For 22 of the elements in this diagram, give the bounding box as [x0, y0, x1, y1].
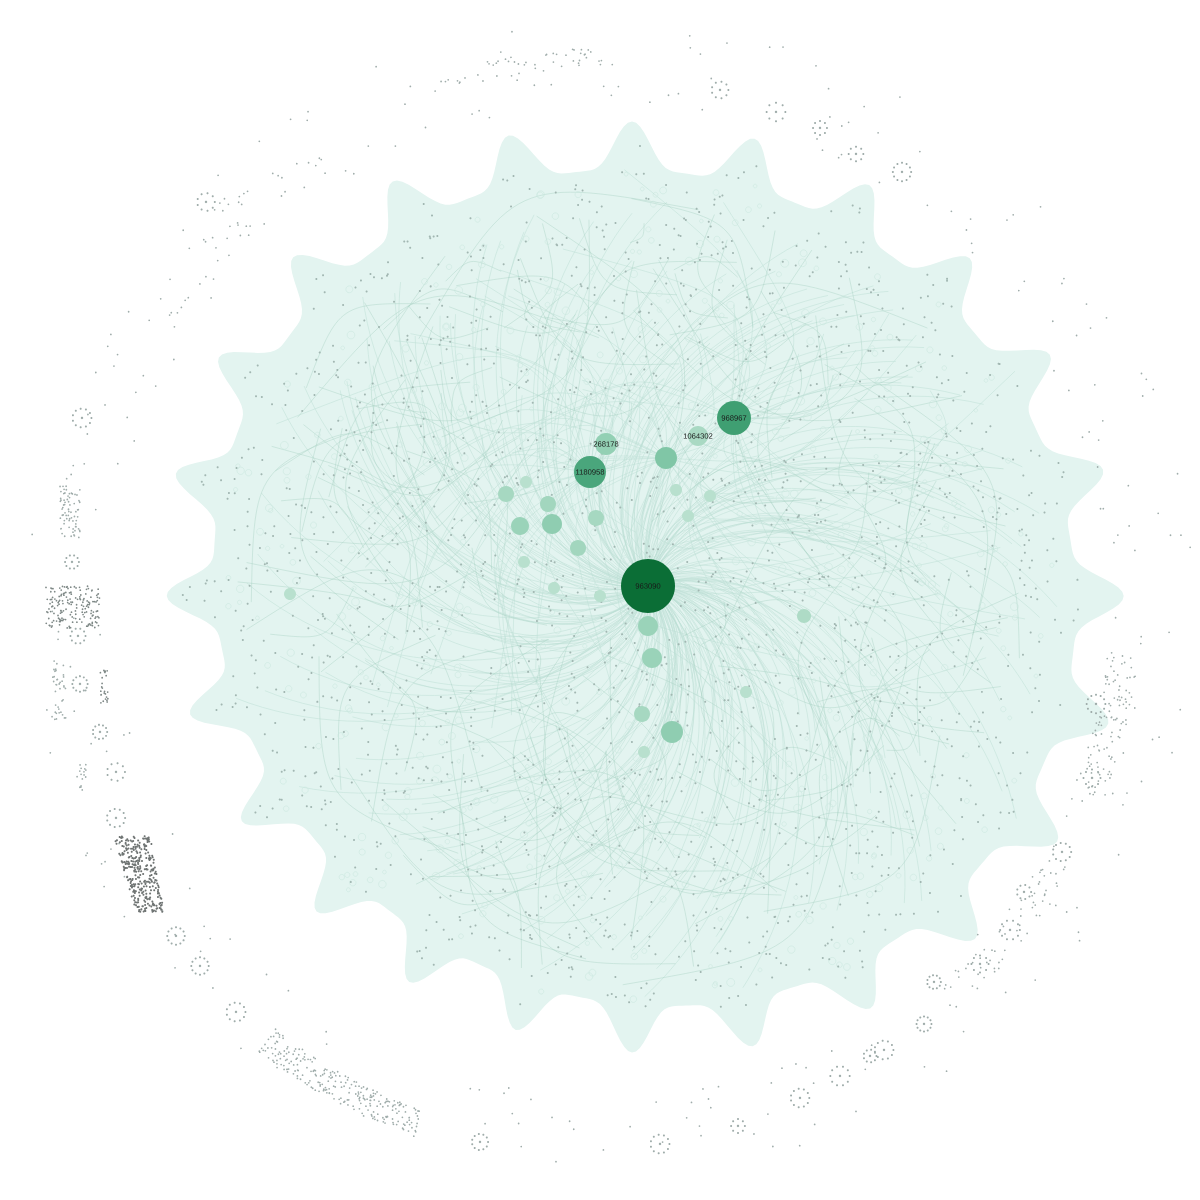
- graph-node: [570, 540, 586, 556]
- graph-node: [655, 447, 677, 469]
- graph-node: [682, 510, 694, 522]
- graph-node: [642, 648, 662, 668]
- graph-node: [704, 490, 716, 502]
- graph-node: [634, 706, 650, 722]
- graph-node: [740, 686, 752, 698]
- graph-node: [518, 556, 530, 568]
- graph-node: [540, 496, 556, 512]
- graph-node: [797, 609, 811, 623]
- graph-node: [542, 514, 562, 534]
- graph-node: [284, 588, 296, 600]
- graph-node: [638, 616, 658, 636]
- graph-node: [594, 590, 606, 602]
- graph-node: [638, 746, 650, 758]
- graph-node: [588, 510, 604, 526]
- graph-node: [670, 484, 682, 496]
- graph-node: [520, 476, 532, 488]
- graph-node: [548, 582, 560, 594]
- graph-node: [661, 721, 683, 743]
- graph-node: [498, 486, 514, 502]
- graph-node: [511, 517, 529, 535]
